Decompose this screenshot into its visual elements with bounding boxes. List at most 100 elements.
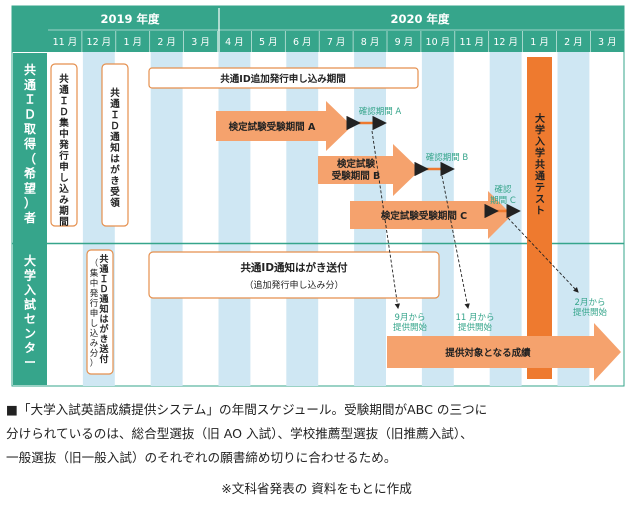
row-label-char: 望 [24, 180, 36, 195]
vertical-char: 間 [59, 216, 69, 228]
vertical-char: 共 [59, 73, 69, 85]
vertical-char: し [59, 173, 69, 184]
dashed-arrow-b [441, 175, 470, 310]
month-label: 8 月 [361, 37, 380, 48]
vertical-char: 行 [58, 150, 69, 162]
row-label-char: ン [24, 327, 36, 341]
row-label-char: Ｉ [24, 93, 36, 107]
text-line: 受験期間 B [332, 170, 381, 182]
vertical-char: き [99, 334, 108, 345]
month-band [286, 52, 319, 386]
row-label-char: 得 [23, 136, 36, 151]
vertical-char: は [99, 314, 108, 325]
bulk-issue-box [50, 63, 78, 227]
vertical-char: Ｄ [59, 107, 69, 118]
provided-results-arrow [387, 323, 621, 381]
vertical-char: 込 [59, 183, 69, 195]
month-label: 12 月 [493, 37, 518, 48]
notice-send-bulk-box [86, 249, 114, 375]
month-label: 4 月 [225, 37, 244, 48]
vertical-char: 申 [59, 161, 69, 173]
month-label: 7 月 [327, 37, 346, 48]
text-line: 提供開始 [573, 307, 608, 318]
vertical-char: 込 [90, 328, 99, 339]
vertical-char: が [110, 164, 120, 176]
month-label: 3 月 [191, 37, 210, 48]
month-band [150, 52, 183, 386]
row-label-char: 入 [24, 283, 36, 297]
row-label-panel-center [13, 244, 47, 385]
row-label-char: タ [24, 341, 36, 355]
month-label: 1 月 [123, 37, 142, 48]
vertical-char: 通 [99, 263, 108, 275]
exam-period-c-arrow [350, 191, 512, 239]
vertical-char: 通 [110, 99, 120, 110]
notice-send-additional-box [148, 251, 440, 299]
month-band [218, 52, 251, 386]
vertical-char: 学 [535, 147, 545, 160]
vertical-char: 申 [90, 308, 99, 319]
vertical-char: 大 [535, 112, 545, 125]
vertical-char: ス [535, 194, 545, 206]
row-label-panel-applicant [13, 53, 47, 243]
vertical-char: が [99, 323, 109, 335]
vertical-char: Ｉ [59, 96, 69, 107]
month-label: 2 月 [564, 37, 583, 48]
text-line: 検定試験 [337, 158, 376, 170]
month-label: 11 月 [459, 37, 484, 48]
row-label-char: ー [24, 356, 36, 370]
confirm-a-label: 確認期間 A [359, 106, 402, 117]
dashed-arrow-c [507, 217, 579, 293]
month-label: 3 月 [598, 37, 617, 48]
vertical-char: 通 [99, 293, 108, 305]
vertical-char: 知 [98, 303, 108, 315]
vertical-char: 通 [110, 132, 120, 143]
month-label: 2 月 [157, 37, 176, 48]
vertical-char: 分 [90, 349, 99, 359]
year-label-2019: 2019 年度 [100, 12, 160, 26]
vertical-char: ト [535, 205, 545, 217]
text-line: 期間 C [490, 196, 516, 206]
vertical-char: み [90, 339, 99, 349]
vertical-char: 行 [90, 298, 99, 309]
vertical-char: テ [535, 182, 545, 194]
row-label-char: 者 [23, 210, 36, 225]
vertical-char: Ｄ [110, 121, 120, 132]
caption-line-2: 分けられているのは、総合型選抜（旧 AO 入試）、学校推薦型選抜（旧推薦入試）、 [6, 426, 473, 441]
vertical-char: （ [90, 258, 99, 269]
text-line: 提供開始 [458, 322, 493, 333]
row-label-char: 大 [24, 253, 36, 268]
vertical-char: き [110, 176, 120, 187]
notice-send-additional-title: 共通ID通知はがき送付 [240, 261, 348, 274]
text-line: 提供開始 [393, 322, 428, 333]
vertical-char: 中 [90, 278, 99, 289]
vertical-char: 発 [58, 139, 69, 151]
add-issue-period-label: 共通ID追加発行申し込み期間 [220, 73, 345, 85]
vertical-char: 入 [535, 136, 545, 148]
vertical-char: 付 [99, 353, 108, 365]
vertical-char: 送 [98, 343, 109, 355]
row-label-char: 共 [24, 62, 36, 77]
provided-results-label: 提供対象となる成績 [445, 347, 531, 359]
exam-period-b-label: 検定試験受験期間 B [332, 158, 381, 182]
text-line: 11 月から [455, 313, 494, 323]
confirm-c-label: 確認期間 C [490, 184, 516, 206]
exam-period-a-arrow [216, 101, 352, 151]
header-bar [12, 6, 624, 52]
vertical-char: 集 [90, 268, 99, 279]
row-label-char: 取 [24, 122, 36, 136]
row-label-char: （ [24, 151, 36, 166]
text-line: 9月から [395, 313, 426, 323]
month-label: 10 月 [426, 37, 451, 48]
vertical-char: Ｄ [99, 284, 108, 295]
month-label: 6 月 [293, 37, 312, 48]
